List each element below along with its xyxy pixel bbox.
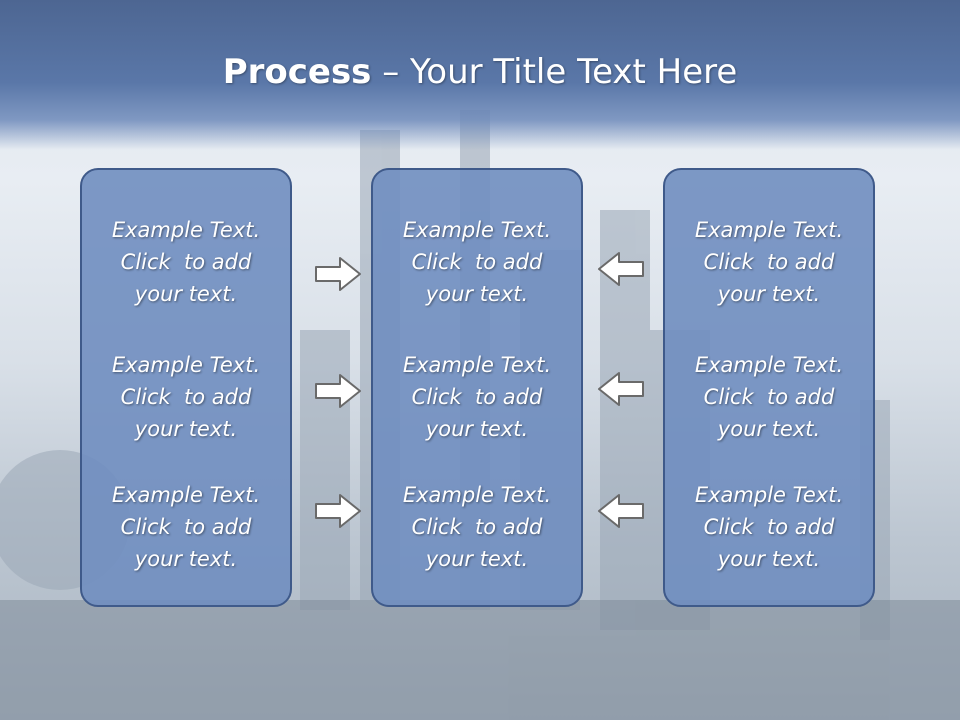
text-line: Click to add	[703, 515, 835, 539]
text-block[interactable]: Example Text. Click to add your text.	[82, 214, 290, 310]
text-line: your text.	[717, 417, 821, 441]
text-line: your text.	[134, 417, 238, 441]
arrow-right-icon	[315, 257, 361, 291]
text-block[interactable]: Example Text. Click to add your text.	[665, 214, 873, 310]
title-bold: Process	[222, 52, 372, 92]
text-line: Example Text.	[402, 353, 552, 377]
arrow-left-icon	[598, 372, 644, 406]
arrow-right-icon	[315, 494, 361, 528]
arrow-right-icon	[315, 374, 361, 408]
text-line: Example Text.	[111, 483, 261, 507]
text-line: Click to add	[411, 385, 543, 409]
text-line: Example Text.	[694, 353, 844, 377]
text-line: Click to add	[120, 385, 252, 409]
text-line: your text.	[134, 282, 238, 306]
text-line: your text.	[717, 282, 821, 306]
center-text-box[interactable]: Example Text. Click to add your text. Ex…	[371, 168, 583, 607]
text-line: Example Text.	[111, 353, 261, 377]
arrow-left-icon	[598, 494, 644, 528]
left-text-box[interactable]: Example Text. Click to add your text. Ex…	[80, 168, 292, 607]
text-line: Click to add	[411, 250, 543, 274]
title-band	[0, 0, 960, 150]
title-rest: – Your Title Text Here	[371, 52, 738, 92]
slide-title: Process – Your Title Text Here	[0, 52, 960, 92]
text-line: Example Text.	[402, 483, 552, 507]
text-line: Example Text.	[694, 483, 844, 507]
text-line: your text.	[425, 417, 529, 441]
text-line: Click to add	[120, 515, 252, 539]
text-block[interactable]: Example Text. Click to add your text.	[82, 349, 290, 445]
text-block[interactable]: Example Text. Click to add your text.	[373, 349, 581, 445]
text-line: Example Text.	[694, 218, 844, 242]
text-block[interactable]: Example Text. Click to add your text.	[665, 479, 873, 575]
text-line: Click to add	[703, 250, 835, 274]
text-line: your text.	[717, 547, 821, 571]
text-line: your text.	[134, 547, 238, 571]
text-line: Click to add	[703, 385, 835, 409]
text-line: Example Text.	[111, 218, 261, 242]
text-line: your text.	[425, 547, 529, 571]
right-text-box[interactable]: Example Text. Click to add your text. Ex…	[663, 168, 875, 607]
text-line: your text.	[425, 282, 529, 306]
text-line: Example Text.	[402, 218, 552, 242]
text-block[interactable]: Example Text. Click to add your text.	[665, 349, 873, 445]
text-line: Click to add	[411, 515, 543, 539]
arrow-left-icon	[598, 252, 644, 286]
text-block[interactable]: Example Text. Click to add your text.	[82, 479, 290, 575]
text-block[interactable]: Example Text. Click to add your text.	[373, 479, 581, 575]
text-block[interactable]: Example Text. Click to add your text.	[373, 214, 581, 310]
text-line: Click to add	[120, 250, 252, 274]
